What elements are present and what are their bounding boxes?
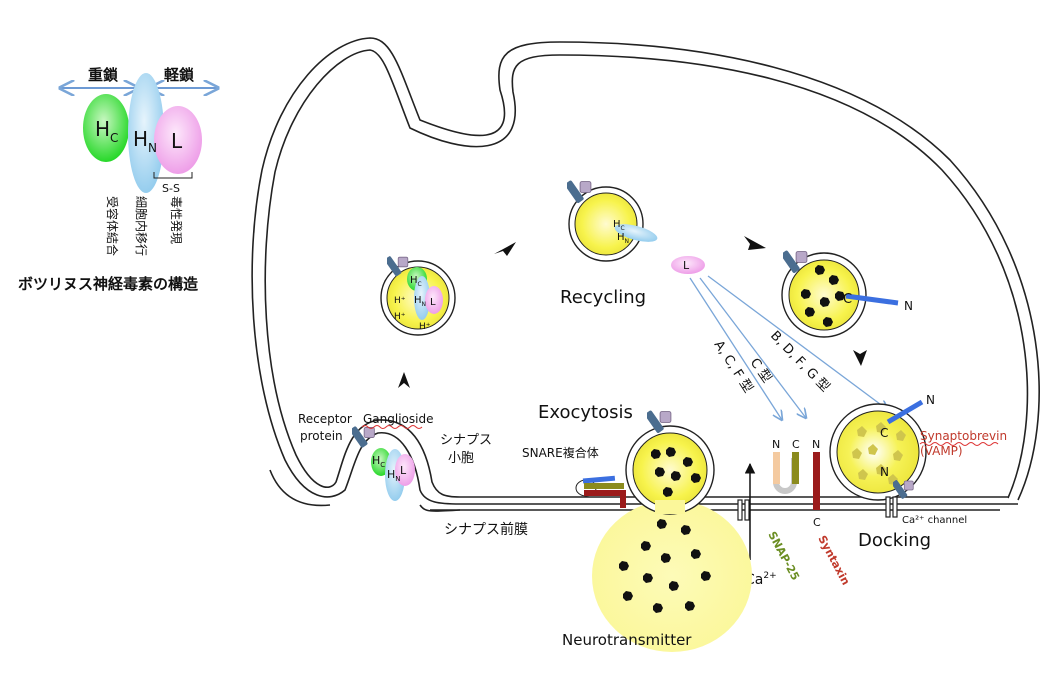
hc-domain	[83, 94, 129, 162]
exocytosis-site: Exocytosis Neurotransmitter	[538, 402, 752, 652]
light-chain-label: 軽鎖	[164, 66, 195, 84]
svg-text:N: N	[772, 438, 780, 451]
svg-text:N: N	[880, 465, 889, 479]
svg-text:C: C	[813, 516, 821, 529]
receptor-binding-label: 受容体結合	[105, 196, 120, 256]
svg-text:C: C	[843, 292, 852, 307]
free-light-chain: L	[671, 256, 705, 274]
synaptobrevin-label-1: Synaptobrevin	[920, 429, 1007, 443]
toxin-structure-legend: 重鎖 軽鎖 HC HN L S-S 受容体結合 細胞内移行 毒性発現 ボツリヌス…	[18, 66, 218, 293]
hc-label: HC	[95, 117, 118, 145]
ss-bond-label: S-S	[162, 182, 180, 195]
flow-arrow-recycle-in	[494, 242, 516, 256]
cleavage-arrows	[689, 275, 888, 420]
exocytosis-label: Exocytosis	[538, 402, 633, 423]
svg-text:C: C	[792, 438, 800, 451]
ca-channel-label: Ca²⁺ channel	[902, 515, 967, 526]
svg-text:N: N	[904, 299, 913, 313]
legend-caption: ボツリヌス神経毒素の構造	[18, 275, 198, 293]
synaptic-vesicle-label-1: シナプス	[440, 433, 492, 448]
svg-text:C: C	[880, 426, 888, 440]
docking-vesicle: C N N Synaptobrevin (VAMP) Docking	[829, 393, 1007, 551]
svg-text:N: N	[926, 393, 935, 407]
neurotransmitter-label: Neurotransmitter	[562, 631, 692, 649]
syntaxin-label: Syntaxin	[815, 533, 852, 587]
synaptic-vesicle-label-2: 小胞	[448, 451, 474, 466]
l-label: L	[171, 129, 183, 153]
recycling-label: Recycling	[560, 287, 646, 308]
flow-arrow-recycle-out	[744, 236, 766, 250]
endocytosis-pit: HC HN L Receptor protein Ganglioside シナプ…	[298, 412, 528, 538]
receptor-protein-label-1: Receptor	[298, 412, 352, 426]
presynaptic-membrane-label: シナプス前膜	[444, 521, 528, 538]
svg-text:N: N	[812, 438, 820, 451]
svg-text:L: L	[400, 464, 407, 477]
snare-complex: SNARE複合体	[522, 445, 626, 508]
svg-text:H⁺: H⁺	[394, 312, 406, 322]
svg-text:H⁺: H⁺	[419, 322, 431, 332]
receptor-protein-label-2: protein	[300, 429, 343, 443]
flow-arrow-down	[853, 350, 867, 366]
svg-text:H⁺: H⁺	[394, 296, 406, 306]
synaptobrevin-label-2: (VAMP)	[920, 444, 963, 458]
recycling-vesicle: HC HN Recycling	[560, 179, 658, 308]
ganglioside-label: Ganglioside	[363, 412, 433, 426]
hn-domain	[128, 73, 164, 193]
svg-text:L: L	[683, 259, 690, 272]
l-domain	[154, 106, 202, 174]
translocation-label: 細胞内移行	[134, 196, 148, 256]
ca-channel-left	[737, 499, 750, 521]
flow-arrow-up	[398, 372, 410, 388]
ca-channel-right	[885, 496, 898, 518]
acidified-vesicle: HC HN L H⁺ H⁺ H⁺	[380, 255, 456, 336]
snare-complex-label: SNARE複合体	[522, 445, 599, 460]
heavy-chain-label: 重鎖	[88, 66, 119, 84]
docking-label: Docking	[858, 530, 931, 551]
synaptobrevin-vesicle: C N	[781, 249, 913, 338]
neurotransmitter-cloud	[592, 500, 752, 652]
svg-text:HC: HC	[613, 219, 625, 232]
toxicity-label: 毒性発現	[169, 196, 183, 244]
hn-label: HN	[133, 127, 157, 155]
svg-text:HC: HC	[410, 275, 422, 288]
svg-text:L: L	[430, 297, 436, 308]
